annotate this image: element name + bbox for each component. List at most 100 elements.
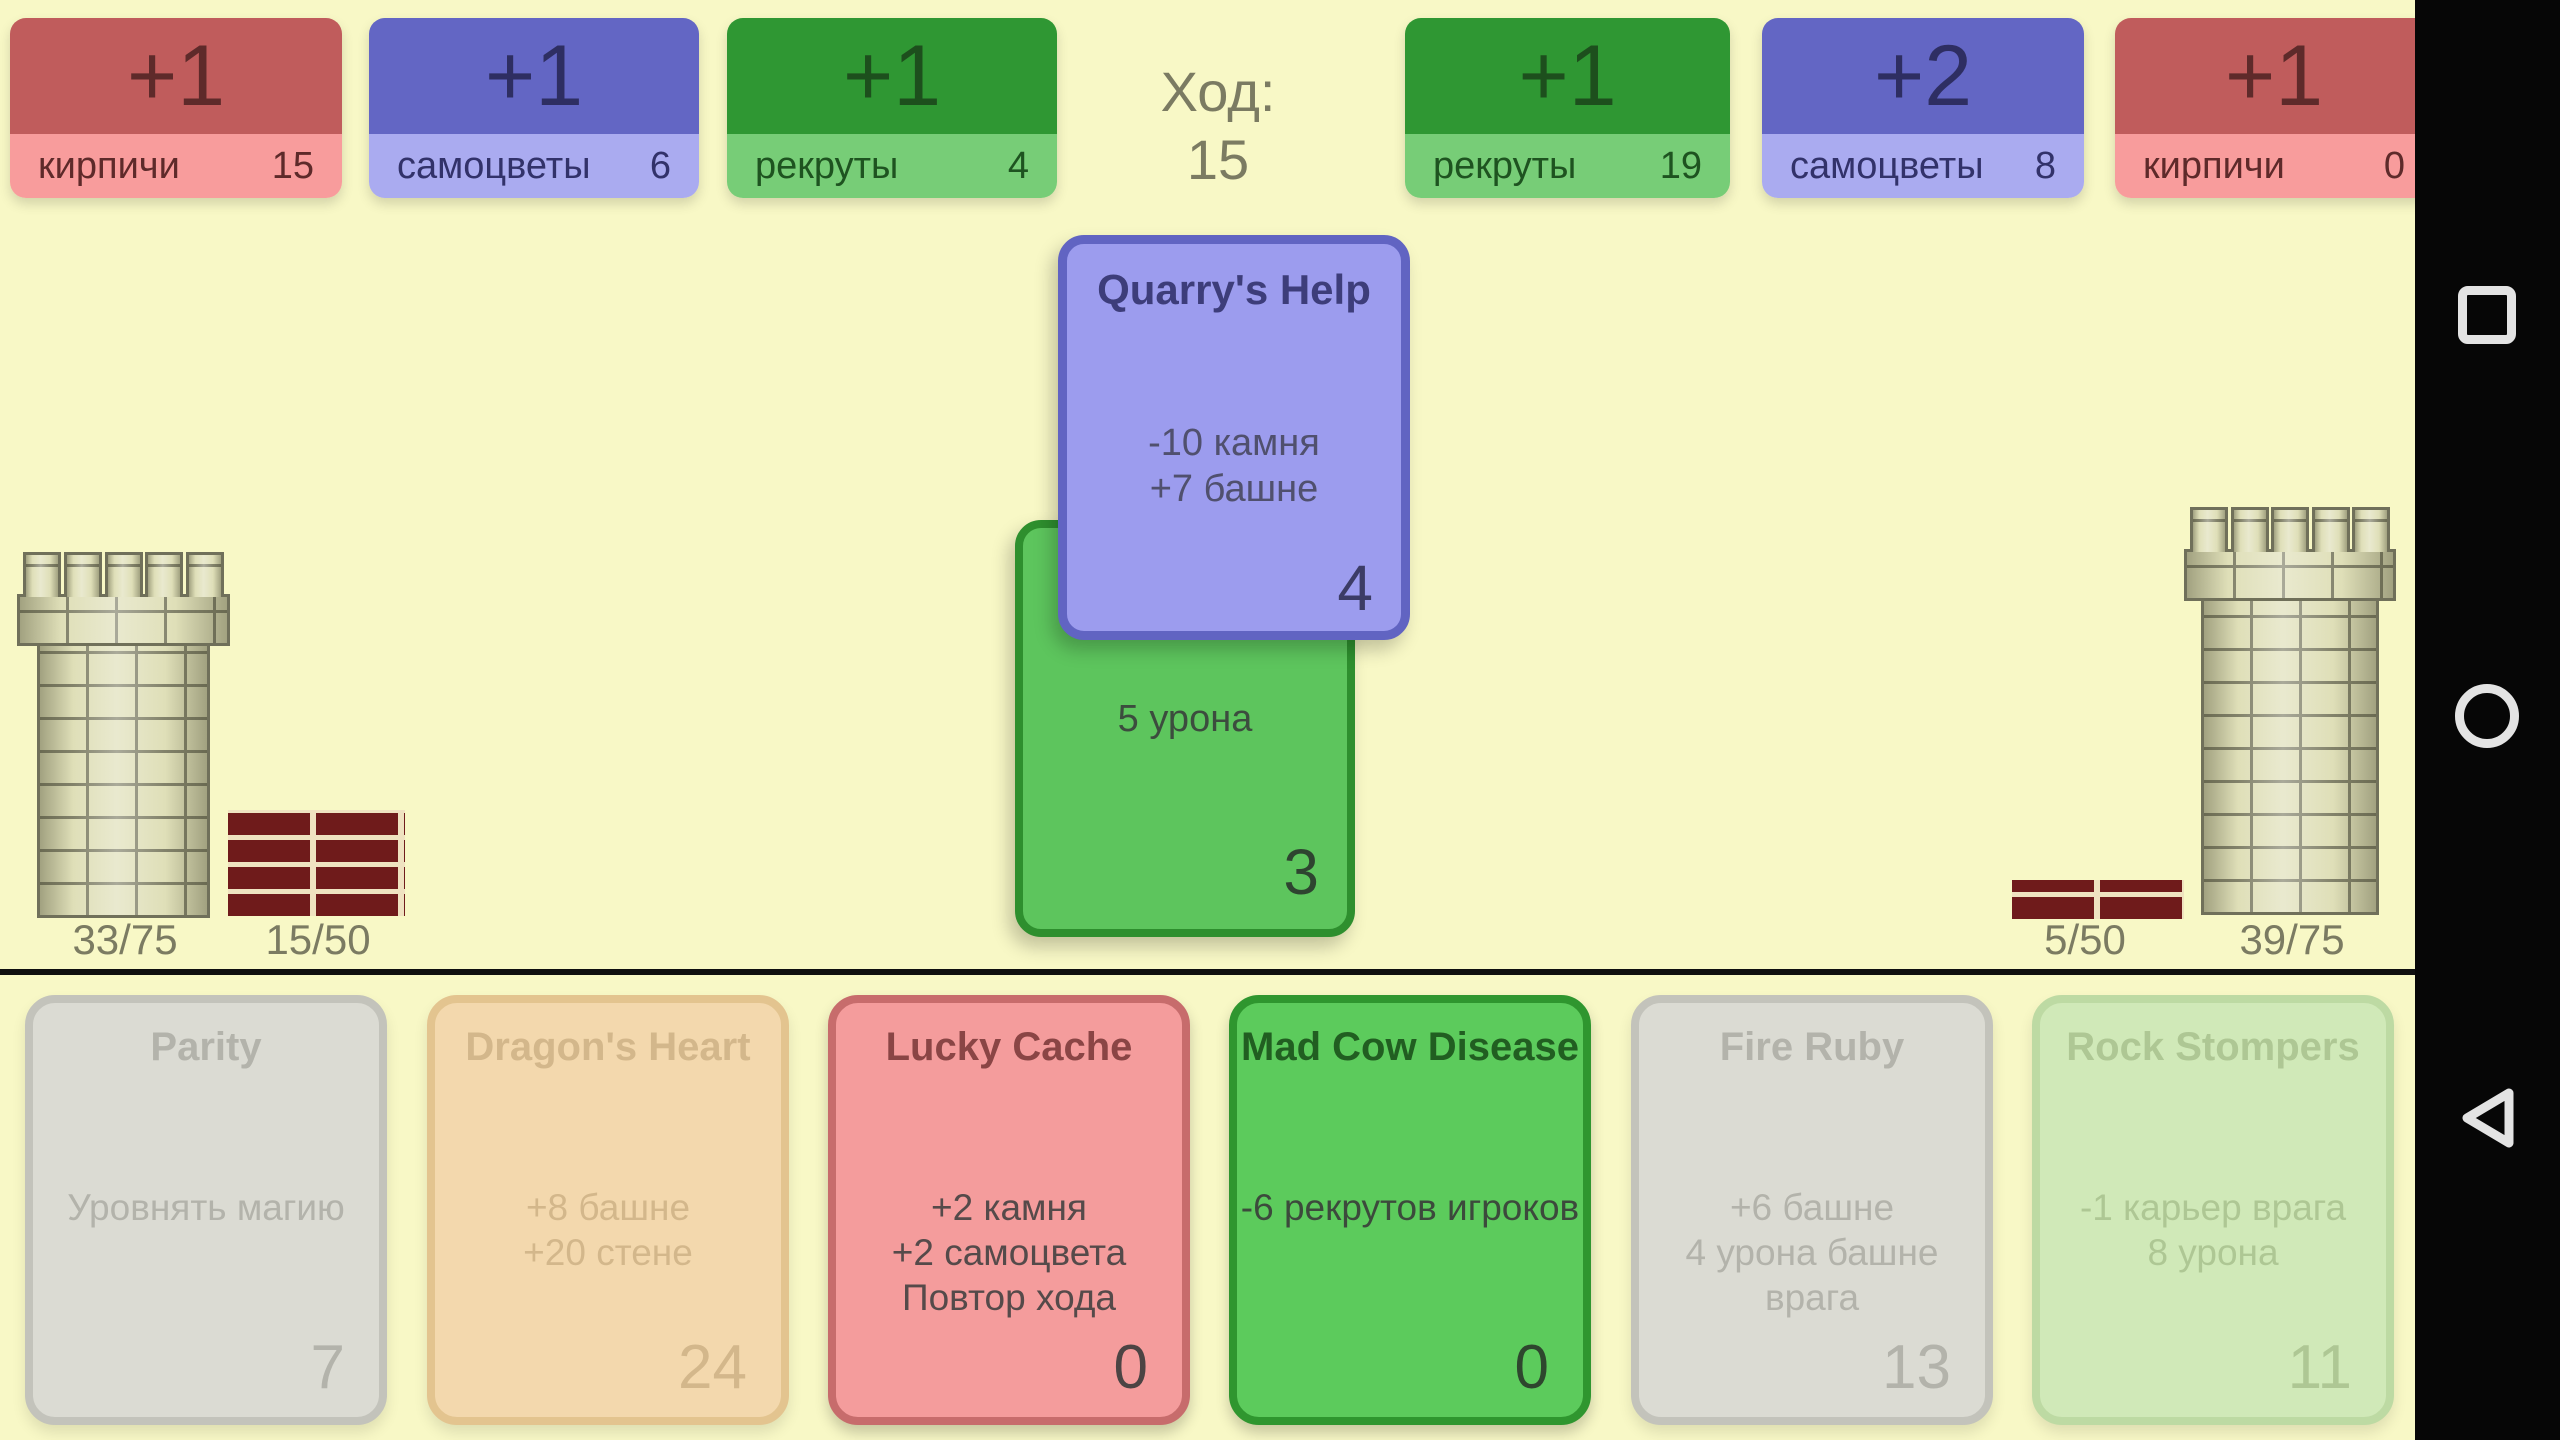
tower-merlon <box>2352 507 2390 552</box>
card-effect-line: +8 башне <box>525 1187 691 1228</box>
card-cost: 11 <box>2287 1333 2352 1402</box>
card-effect-line: Повтор хода <box>902 1277 1116 1318</box>
player-wall-icon <box>228 810 405 916</box>
card-effect-line: -10 камня <box>1148 422 1320 464</box>
card-effect-text: Уровнять магию <box>33 1185 379 1230</box>
turn-label: Ход: <box>1160 60 1276 123</box>
enemy-tower-icon <box>2184 507 2396 915</box>
hand-card-parity: Parity Уровнять магию 7 <box>25 995 387 1425</box>
turn-value: 15 <box>1186 128 1250 191</box>
resource-value: 8 <box>2034 144 2056 187</box>
card-cost: 0 <box>1113 1333 1148 1402</box>
resource-label: самоцветы <box>397 144 591 187</box>
resource-card-bricks-player: +1 кирпичи 15 <box>10 18 342 198</box>
card-effect-line: -6 рекрутов игроков <box>1240 1187 1580 1228</box>
card-effect-text: +8 башне +20 стене <box>435 1185 781 1275</box>
resource-label: самоцветы <box>1790 144 1984 187</box>
tower-merlon <box>145 552 184 597</box>
card-effect-text: -6 рекрутов игроков <box>1237 1185 1583 1230</box>
enemy-wall-hp: 5/50 <box>2044 916 2126 963</box>
tower-merlon <box>104 552 143 597</box>
tower-merlon <box>2230 507 2269 552</box>
resource-income: +1 <box>10 18 342 134</box>
tower-merlons <box>17 552 230 597</box>
player-wall-hp: 15/50 <box>265 916 371 963</box>
card-title: Rock Stompers <box>2066 1025 2360 1069</box>
resource-label: кирпичи <box>38 144 180 187</box>
resource-value: 19 <box>1659 144 1702 187</box>
card-effect-line: +6 башне <box>1729 1187 1895 1228</box>
resource-value: 4 <box>1007 144 1029 187</box>
resource-strip: самоцветы 8 <box>1762 134 2084 198</box>
resource-income: +1 <box>369 18 699 134</box>
tower-merlon <box>2311 507 2350 552</box>
tower-merlon <box>186 552 224 597</box>
resource-card-bricks-enemy: +1 кирпичи 0 <box>2115 18 2433 198</box>
card-effect-line: Уровнять магию <box>67 1187 345 1228</box>
card-effect-text: -1 карьер врага 8 урона <box>2040 1185 2386 1275</box>
tower-merlon <box>63 552 102 597</box>
tower-merlon <box>2271 507 2309 552</box>
resource-strip: рекруты 4 <box>727 134 1057 198</box>
turn-indicator: Ход: 15 <box>1108 58 1328 194</box>
enemy-tower-hp: 39/75 <box>2239 916 2345 963</box>
card-effect-line: 4 урона башне врага <box>1685 1232 1939 1318</box>
resource-strip: кирпичи 0 <box>2115 134 2433 198</box>
card-cost: 24 <box>678 1333 747 1402</box>
card-cost: 13 <box>1882 1333 1951 1402</box>
card-title: Dragon's Heart <box>465 1025 751 1069</box>
card-cost: 3 <box>1283 836 1319 908</box>
home-icon[interactable] <box>2455 684 2519 748</box>
enemy-wall-icon <box>2012 880 2184 919</box>
card-effect-line: +2 камня <box>931 1187 1087 1228</box>
card-effect-line: -1 карьер врага <box>2079 1187 2347 1228</box>
card-effect-line: +20 стене <box>523 1232 693 1273</box>
back-icon[interactable] <box>2456 1085 2518 1151</box>
card-effect-text: +2 камня +2 самоцвета Повтор хода <box>836 1185 1182 1320</box>
resource-label: кирпичи <box>2143 144 2285 187</box>
resource-income: +1 <box>2115 18 2433 134</box>
card-effect-line: 8 урона <box>2147 1232 2279 1273</box>
tower-cap <box>2184 549 2396 601</box>
resource-value: 15 <box>271 144 314 187</box>
tower-merlon <box>2190 507 2228 552</box>
card-cost: 0 <box>1514 1333 1549 1402</box>
resource-label: рекруты <box>1433 144 1577 187</box>
player-tower-icon <box>17 552 230 918</box>
card-effect-line: 5 урона <box>1117 698 1253 740</box>
tower-cap <box>17 594 230 646</box>
card-effect-line: +7 башне <box>1149 468 1319 510</box>
resource-value: 0 <box>2383 144 2405 187</box>
recents-icon[interactable] <box>2458 286 2516 344</box>
card-cost: 7 <box>310 1333 345 1402</box>
resource-strip: кирпичи 15 <box>10 134 342 198</box>
card-title: Parity <box>150 1025 262 1069</box>
card-effect-line: +2 самоцвета <box>891 1232 1127 1273</box>
tower-body <box>2201 601 2379 915</box>
resource-card-gems-player: +1 самоцветы 6 <box>369 18 699 198</box>
card-effect-text: -10 камня +7 башне <box>1067 420 1401 512</box>
hand-card-mad-cow-disease[interactable]: Mad Cow Disease -6 рекрутов игроков 0 <box>1229 995 1591 1425</box>
resource-card-gems-enemy: +2 самоцветы 8 <box>1762 18 2084 198</box>
tower-merlon <box>23 552 61 597</box>
tower-merlons <box>2184 507 2396 552</box>
card-title: Mad Cow Disease <box>1241 1025 1579 1069</box>
resource-value: 6 <box>649 144 671 187</box>
hand-card-dragons-heart: Dragon's Heart +8 башне +20 стене 24 <box>427 995 789 1425</box>
player-tower-hp: 33/75 <box>72 916 178 963</box>
resource-income: +2 <box>1762 18 2084 134</box>
resource-strip: самоцветы 6 <box>369 134 699 198</box>
field-hand-divider <box>0 969 2415 975</box>
resource-strip: рекруты 19 <box>1405 134 1730 198</box>
hand-card-lucky-cache[interactable]: Lucky Cache +2 камня +2 самоцвета Повтор… <box>828 995 1190 1425</box>
tower-body <box>37 646 210 918</box>
hand-card-fire-ruby: Fire Ruby +6 башне 4 урона башне врага 1… <box>1631 995 1993 1425</box>
card-title: Lucky Cache <box>885 1025 1133 1069</box>
card-effect-text: 5 урона <box>1023 696 1347 742</box>
resource-label: рекруты <box>755 144 899 187</box>
resource-card-recruits-enemy: +1 рекруты 19 <box>1405 18 1730 198</box>
played-card-quarrys-help: Quarry's Help -10 камня +7 башне 4 <box>1058 235 1410 640</box>
card-title: Quarry's Help <box>1097 266 1371 313</box>
android-nav-bar <box>2415 0 2560 1440</box>
